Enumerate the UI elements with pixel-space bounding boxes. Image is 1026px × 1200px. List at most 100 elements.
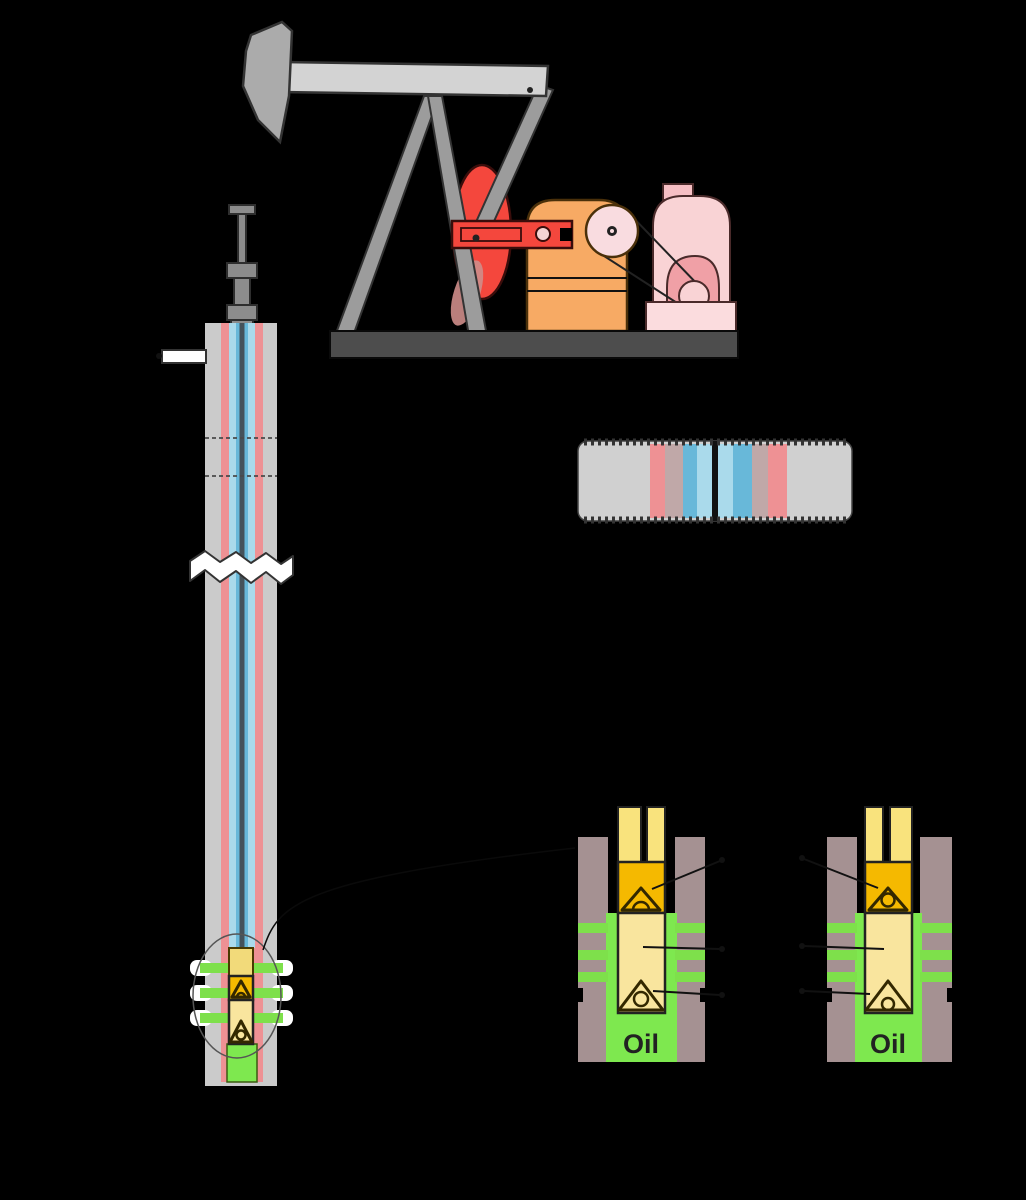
section-annulus-right bbox=[752, 444, 768, 518]
carrier-bar bbox=[228, 204, 256, 215]
well-cross-section bbox=[577, 438, 853, 524]
callout-line bbox=[642, 946, 721, 950]
section-rod bbox=[712, 441, 718, 521]
crank-link-bar bbox=[450, 219, 574, 250]
wall-step-notch bbox=[947, 988, 952, 1002]
perforation bbox=[578, 950, 608, 960]
callout-dot bbox=[799, 988, 805, 994]
perforation bbox=[920, 950, 952, 960]
samson-post-left-leg bbox=[333, 95, 441, 337]
standing-valve bbox=[228, 1019, 254, 1044]
traveling-valve-ball bbox=[235, 991, 247, 998]
flow-line-end bbox=[156, 353, 162, 359]
callout-dot bbox=[799, 943, 805, 949]
wall-step-notch bbox=[700, 988, 705, 1002]
wall-step-notch bbox=[827, 988, 832, 1002]
callout-dot bbox=[719, 992, 725, 998]
callout-lines bbox=[642, 857, 725, 998]
tubing-wall bbox=[646, 806, 666, 864]
tubing-wall bbox=[864, 806, 884, 864]
traveling-valve bbox=[867, 886, 909, 912]
downhole-pump bbox=[226, 947, 258, 1083]
perforation bbox=[827, 923, 857, 933]
perforation bbox=[827, 950, 857, 960]
callout-line bbox=[651, 860, 721, 890]
crank-pivot-pin bbox=[472, 234, 480, 242]
motor-pedestal bbox=[645, 301, 737, 332]
perforation bbox=[675, 972, 705, 982]
perforation bbox=[253, 963, 283, 973]
beam-end-pin bbox=[527, 87, 533, 93]
traveling-valve-ball-open bbox=[880, 892, 896, 908]
perforation bbox=[578, 972, 608, 982]
tubing-wall bbox=[889, 806, 913, 864]
polished-rod-lower bbox=[233, 277, 251, 306]
traveling-valve bbox=[620, 886, 662, 912]
walking-beam bbox=[278, 60, 550, 98]
pump-upper-tube bbox=[228, 947, 254, 979]
perforation bbox=[827, 972, 857, 982]
stuffing-box bbox=[226, 304, 258, 321]
standing-valve-ball-seated bbox=[880, 996, 896, 1012]
perforation bbox=[578, 923, 608, 933]
crank-link-slot bbox=[460, 227, 522, 242]
sheave-hub-center bbox=[610, 229, 614, 233]
pumpjack-unit bbox=[241, 20, 739, 359]
perforation bbox=[920, 923, 952, 933]
callout-line bbox=[803, 990, 871, 995]
bridle-cable bbox=[241, 131, 270, 207]
wellhead-assembly bbox=[226, 204, 258, 332]
detail-wall-left bbox=[578, 837, 608, 1062]
oil-label: Oil bbox=[870, 1029, 906, 1059]
section-tubing-right bbox=[733, 444, 752, 518]
rod-clamp bbox=[226, 262, 258, 279]
detail-wall-right bbox=[675, 837, 705, 1062]
depth-break-band bbox=[189, 550, 294, 585]
callout-dot bbox=[799, 855, 805, 861]
polished-rod bbox=[237, 213, 247, 264]
magnifier-ellipse bbox=[192, 933, 282, 1059]
detail-view-downstroke: Oil bbox=[799, 806, 952, 1062]
sucker-rod bbox=[239, 323, 245, 978]
perforation bbox=[253, 988, 283, 998]
casing-wall-left bbox=[221, 323, 230, 1082]
crank-link-notch bbox=[560, 228, 572, 241]
section-annulus-left bbox=[665, 444, 683, 518]
callout-dot bbox=[719, 946, 725, 952]
perforation bbox=[675, 923, 705, 933]
well-bore bbox=[156, 323, 576, 1086]
oil-inflow-column bbox=[226, 1043, 258, 1083]
tubing-fluid-left bbox=[229, 323, 237, 948]
section-fluid-left bbox=[697, 444, 712, 518]
detail-view-upstroke: Oil bbox=[578, 806, 725, 1062]
section-casing-left bbox=[650, 444, 665, 518]
belt-line bbox=[600, 253, 689, 311]
perforation bbox=[253, 1013, 283, 1023]
standing-valve-ball bbox=[235, 1029, 247, 1041]
tubing-wall-right bbox=[244, 323, 248, 948]
magnifier-leader-line bbox=[262, 847, 576, 951]
traveling-valve-ball-seated bbox=[631, 900, 651, 911]
tubing-fluid-right bbox=[247, 323, 255, 948]
section-fluid-right bbox=[718, 444, 733, 518]
detail-perforations bbox=[827, 923, 952, 982]
callout-line bbox=[803, 945, 885, 950]
perforation bbox=[200, 988, 231, 998]
section-casing-right bbox=[768, 444, 787, 518]
standing-valve bbox=[617, 979, 665, 1012]
horsehead bbox=[241, 20, 294, 145]
perforation bbox=[920, 972, 952, 982]
pump-barrel bbox=[863, 911, 914, 1015]
wall-step-notch bbox=[578, 988, 583, 1002]
perforation bbox=[200, 963, 231, 973]
oil-label: Oil bbox=[623, 1029, 659, 1059]
perforation bbox=[200, 1013, 231, 1023]
standing-valve-ball-open bbox=[632, 990, 650, 1008]
callout-line bbox=[652, 990, 721, 996]
crank-link-hole bbox=[535, 226, 551, 242]
pump-barrel bbox=[616, 911, 667, 1015]
section-tubing-left bbox=[683, 444, 697, 518]
perforation bbox=[675, 950, 705, 960]
